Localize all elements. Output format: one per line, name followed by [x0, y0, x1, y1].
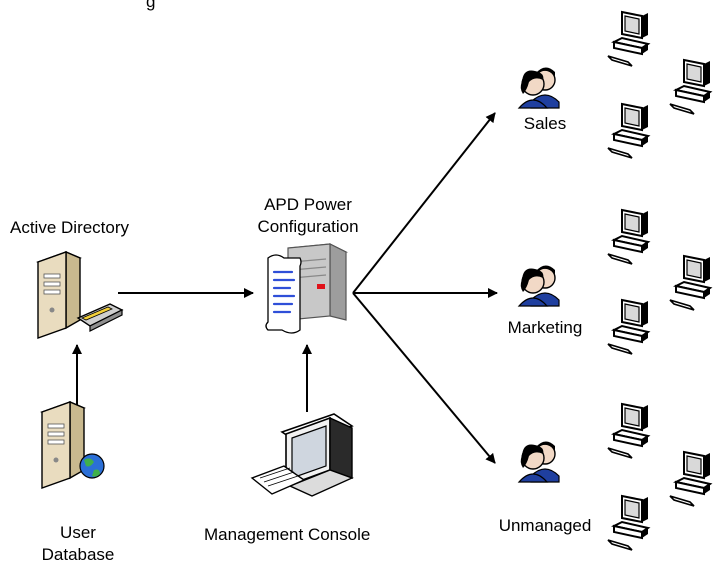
unmanaged-computers-icon	[607, 403, 711, 551]
sales-users-icon	[518, 66, 560, 109]
marketing-users-icon	[518, 264, 560, 307]
management-console-computer-icon	[250, 413, 354, 497]
marketing-computers-icon	[607, 209, 711, 355]
sales-computers-icon	[607, 11, 711, 159]
apd-label-line1: APD Power	[264, 195, 352, 214]
marketing-label: Marketing	[507, 318, 583, 337]
unmanaged-label: Unmanaged	[498, 516, 592, 535]
user-database-label-line2: Database	[41, 545, 115, 564]
unmanaged-users-icon	[518, 440, 560, 483]
active-directory-label: Active Directory	[10, 218, 130, 237]
apd-to-sales-arrow	[352, 112, 496, 294]
user-database-server-icon	[41, 401, 105, 489]
apd-to-unmanaged-arrow	[352, 292, 496, 464]
sales-label: Sales	[523, 114, 567, 133]
apd-power-configuration-server-icon	[265, 243, 349, 334]
management-console-label: Management Console	[204, 525, 371, 544]
active-directory-server-icon	[37, 251, 124, 339]
header-fragment: g	[146, 0, 156, 11]
user-database-label-line1: User	[60, 523, 96, 542]
apd-label-line2: Configuration	[257, 217, 359, 236]
